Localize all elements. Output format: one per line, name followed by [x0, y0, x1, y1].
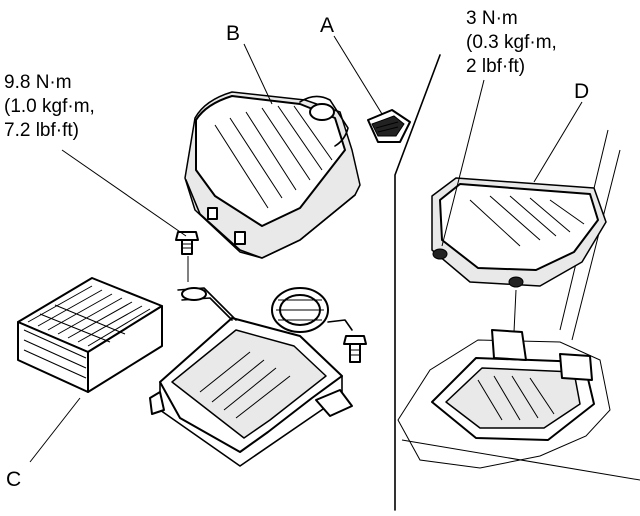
- engine-top-cover: [431, 177, 607, 288]
- torque-left-line1: 9.8 N·m: [4, 72, 72, 93]
- air-filter-element: [17, 277, 163, 393]
- torque-right-line1: 3 N·m: [466, 8, 518, 29]
- torque-right-line2: (0.3 kgf·m,: [466, 32, 557, 53]
- leader-line-d: [533, 101, 583, 183]
- alignment-line-right: [513, 289, 517, 333]
- torque-left-line2: (1.0 kgf·m,: [4, 96, 95, 117]
- callout-c: C: [6, 468, 21, 491]
- mounting-bolt-left: [175, 231, 199, 255]
- leader-line-torque-left: [61, 149, 187, 237]
- intake-duct-ring: [271, 287, 353, 333]
- leader-line-b: [243, 43, 273, 105]
- torque-left-line3: 7.2 lbf·ft): [4, 120, 79, 141]
- air-cleaner-lower-housing: [149, 287, 353, 467]
- mounting-bolt-right: [343, 335, 367, 363]
- callout-a: A: [320, 14, 334, 37]
- leader-line-a: [333, 35, 383, 115]
- right-lower-housing: [431, 329, 595, 441]
- leader-line-torque-right: [441, 79, 485, 247]
- view-divider-line: [394, 54, 441, 511]
- callout-b: B: [226, 22, 240, 45]
- leader-line-c: [29, 397, 81, 463]
- engine-surround: [397, 339, 611, 469]
- sensor-connector: [367, 109, 411, 143]
- air-cleaner-upper-housing: [184, 91, 361, 259]
- torque-right-line3: 2 lbf·ft): [466, 56, 525, 77]
- callout-d: D: [574, 80, 589, 103]
